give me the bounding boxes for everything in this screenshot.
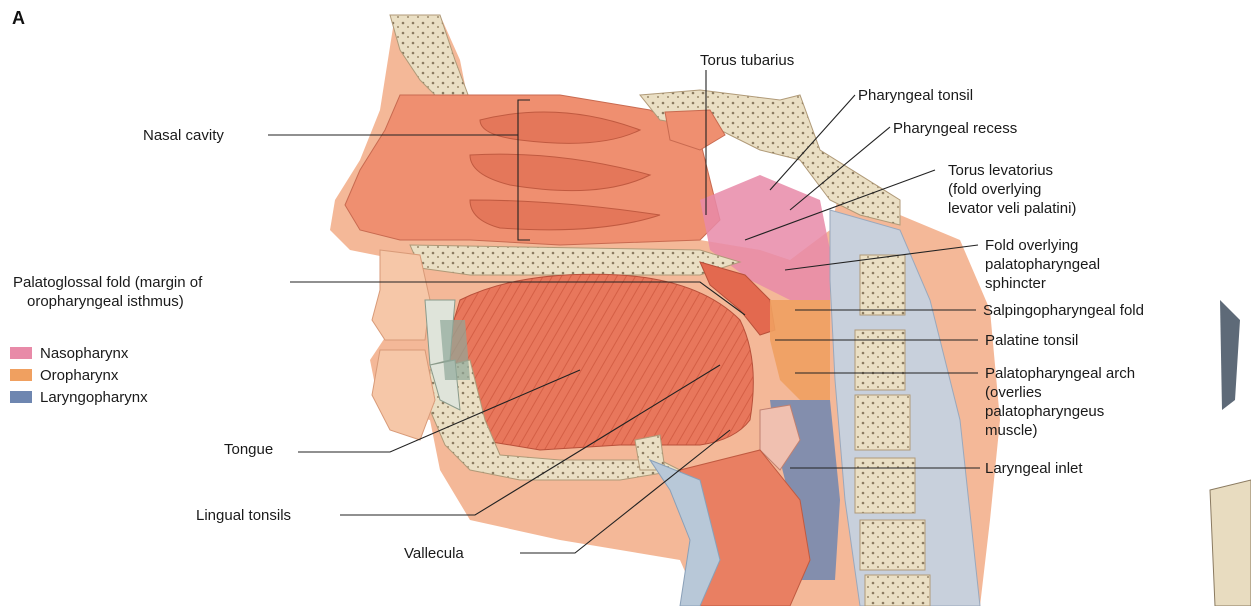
label-laryngeal-inlet: Laryngeal inlet xyxy=(985,459,1083,478)
label-palatoglossal-fold-line2: oropharyngeal isthmus) xyxy=(13,292,202,311)
legend-item-nasopharynx: Nasopharynx xyxy=(10,342,148,364)
label-palatopharyngeal-arch-line4: muscle) xyxy=(985,421,1135,440)
legend-label-nasopharynx: Nasopharynx xyxy=(40,345,128,362)
legend-swatch-oropharynx xyxy=(10,369,32,381)
label-palatine-tonsil: Palatine tonsil xyxy=(985,331,1078,350)
label-tongue: Tongue xyxy=(224,440,273,459)
label-pharyngeal-recess: Pharyngeal recess xyxy=(893,119,1017,138)
label-lingual-tonsils: Lingual tonsils xyxy=(196,506,291,525)
label-torus-levatorius: Torus levatorius (fold overlying levator… xyxy=(948,161,1076,218)
right-edge-fragment-top xyxy=(1220,300,1240,410)
label-salpingopharyngeal-fold: Salpingopharyngeal fold xyxy=(983,301,1144,320)
conchae xyxy=(470,112,660,230)
tongue-body xyxy=(448,274,753,450)
legend-label-oropharynx: Oropharynx xyxy=(40,367,118,384)
label-fold-palatopharyngeal: Fold overlying palatopharyngeal sphincte… xyxy=(985,236,1100,293)
label-fold-palatopharyngeal-line3: sphincter xyxy=(985,274,1100,293)
label-fold-palatopharyngeal-line1: Fold overlying xyxy=(985,236,1100,255)
label-nasal-cavity: Nasal cavity xyxy=(143,126,224,145)
legend-swatch-nasopharynx xyxy=(10,347,32,359)
label-palatopharyngeal-arch-line2: (overlies xyxy=(985,383,1135,402)
label-vallecula: Vallecula xyxy=(404,544,464,563)
gum-green xyxy=(440,320,470,380)
label-torus-levatorius-line2: (fold overlying xyxy=(948,180,1076,199)
lower-lip xyxy=(372,350,435,440)
label-palatopharyngeal-arch-line1: Palatopharyngeal arch xyxy=(985,364,1135,383)
label-palatoglossal-fold-line1: Palatoglossal fold (margin of xyxy=(13,273,202,292)
legend-item-laryngopharynx: Laryngopharynx xyxy=(10,386,148,408)
legend-swatch-laryngopharynx xyxy=(10,391,32,403)
legend: Nasopharynx Oropharynx Laryngopharynx xyxy=(10,342,148,408)
legend-label-laryngopharynx: Laryngopharynx xyxy=(40,389,148,406)
right-edge-fragment-bottom xyxy=(1210,480,1251,606)
legend-item-oropharynx: Oropharynx xyxy=(10,364,148,386)
label-palatopharyngeal-arch-line3: palatopharyngeus xyxy=(985,402,1135,421)
label-palatopharyngeal-arch: Palatopharyngeal arch (overlies palatoph… xyxy=(985,364,1135,440)
label-fold-palatopharyngeal-line2: palatopharyngeal xyxy=(985,255,1100,274)
label-palatoglossal-fold: Palatoglossal fold (margin of oropharyng… xyxy=(13,273,202,311)
panel-letter: A xyxy=(12,8,25,29)
hard-palate xyxy=(410,245,740,275)
label-torus-tubarius: Torus tubarius xyxy=(700,51,794,70)
label-pharyngeal-tonsil: Pharyngeal tonsil xyxy=(858,86,973,105)
label-torus-levatorius-line1: Torus levatorius xyxy=(948,161,1076,180)
label-torus-levatorius-line3: levator veli palatini) xyxy=(948,199,1076,218)
upper-lip xyxy=(372,250,430,340)
